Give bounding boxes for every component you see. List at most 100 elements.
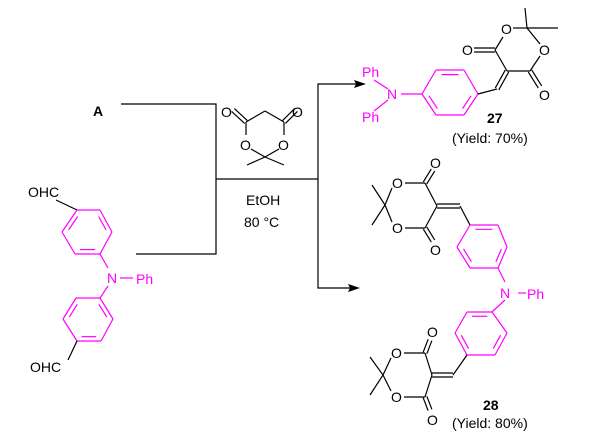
reactant-a-label: A bbox=[93, 103, 103, 119]
bond bbox=[452, 354, 468, 376]
bond bbox=[463, 248, 472, 263]
bond bbox=[421, 69, 437, 95]
atom-ph: Ph bbox=[136, 271, 153, 287]
atom-o: O bbox=[221, 104, 232, 120]
bond bbox=[456, 224, 471, 248]
atom-o: O bbox=[427, 412, 438, 428]
arrowhead-28 bbox=[348, 284, 360, 292]
bond bbox=[422, 397, 429, 411]
atom-o: O bbox=[278, 137, 289, 153]
bond bbox=[61, 231, 76, 255]
bond bbox=[463, 93, 479, 116]
cho-top: OHC bbox=[28, 184, 59, 200]
bond bbox=[424, 352, 433, 376]
bond bbox=[246, 156, 266, 166]
bonds bbox=[55, 7, 558, 411]
bond bbox=[524, 7, 528, 29]
bond bbox=[491, 311, 508, 334]
bond bbox=[264, 148, 280, 158]
atom-o: O bbox=[539, 87, 550, 103]
bond bbox=[369, 356, 384, 376]
bond bbox=[62, 297, 77, 320]
bond bbox=[498, 71, 510, 91]
bond bbox=[371, 184, 386, 206]
bond bbox=[55, 199, 78, 211]
bond bbox=[98, 216, 107, 231]
bond bbox=[426, 170, 436, 185]
compound-label: 28 bbox=[483, 397, 499, 413]
bond bbox=[282, 108, 296, 122]
atom-o: O bbox=[240, 137, 251, 153]
atom-o: O bbox=[427, 324, 438, 340]
bond bbox=[61, 209, 78, 233]
bond bbox=[373, 79, 389, 90]
bond bbox=[68, 216, 79, 231]
atom-o: O bbox=[392, 175, 403, 191]
bond bbox=[494, 69, 506, 89]
reaction-lines bbox=[121, 80, 366, 292]
atom-o: O bbox=[430, 155, 441, 171]
atom-ph: Ph bbox=[362, 64, 379, 80]
starting-material: OHC OHC N Ph bbox=[28, 184, 153, 375]
bond bbox=[264, 156, 285, 166]
bond bbox=[456, 246, 471, 269]
solvent: EtOH bbox=[246, 192, 280, 208]
product-27: Ph N Ph O O O O 27 (Yield: 70%) bbox=[362, 21, 550, 146]
bond bbox=[426, 340, 433, 354]
bond bbox=[495, 248, 502, 262]
bond bbox=[382, 374, 392, 392]
bond bbox=[99, 209, 113, 233]
atom-ph: Ph bbox=[362, 109, 379, 125]
bond bbox=[463, 69, 479, 95]
atom-n: N bbox=[107, 270, 117, 286]
bond bbox=[526, 27, 541, 45]
bond bbox=[98, 303, 108, 318]
bond bbox=[422, 228, 432, 243]
bond bbox=[421, 93, 437, 116]
product-28: O O O O N Ph O O O O 28 (Yield: 80%) bbox=[391, 155, 544, 431]
temperature: 80 °C bbox=[244, 214, 279, 230]
bond bbox=[426, 396, 433, 410]
atom-o: O bbox=[391, 389, 402, 405]
bond bbox=[100, 318, 114, 342]
bond bbox=[494, 49, 508, 72]
bond bbox=[491, 299, 506, 313]
bond bbox=[454, 311, 468, 334]
bond bbox=[494, 332, 508, 356]
bond bbox=[422, 168, 432, 183]
bond bbox=[264, 110, 285, 123]
cho-bottom: OHC bbox=[30, 359, 61, 375]
atom-o: O bbox=[292, 104, 303, 120]
atom-ph: Ph bbox=[527, 286, 544, 302]
bond bbox=[497, 224, 508, 248]
bond bbox=[99, 285, 109, 299]
bond bbox=[424, 182, 438, 207]
bond bbox=[68, 303, 78, 318]
bond bbox=[422, 339, 429, 353]
bond bbox=[497, 246, 508, 269]
bond bbox=[99, 253, 109, 269]
yield-label: (Yield: 70%) bbox=[452, 130, 528, 146]
bond bbox=[382, 357, 392, 376]
bond bbox=[426, 226, 436, 241]
bond bbox=[531, 69, 543, 87]
bond bbox=[384, 187, 393, 206]
atom-n: N bbox=[387, 86, 397, 102]
bond bbox=[369, 374, 384, 396]
atom-o: O bbox=[501, 21, 512, 37]
bond bbox=[494, 36, 504, 51]
bond bbox=[99, 231, 113, 255]
bond bbox=[284, 110, 298, 124]
atom-o: O bbox=[392, 220, 403, 236]
atom-o: O bbox=[539, 42, 550, 58]
meldrums-acid: O O O O bbox=[221, 104, 303, 153]
bond bbox=[233, 108, 248, 121]
bond bbox=[373, 99, 389, 112]
atom-o: O bbox=[462, 42, 473, 58]
bond bbox=[460, 334, 470, 349]
bond bbox=[250, 148, 266, 158]
bond bbox=[527, 71, 539, 89]
atom-n: N bbox=[500, 285, 510, 301]
bond bbox=[371, 204, 386, 226]
